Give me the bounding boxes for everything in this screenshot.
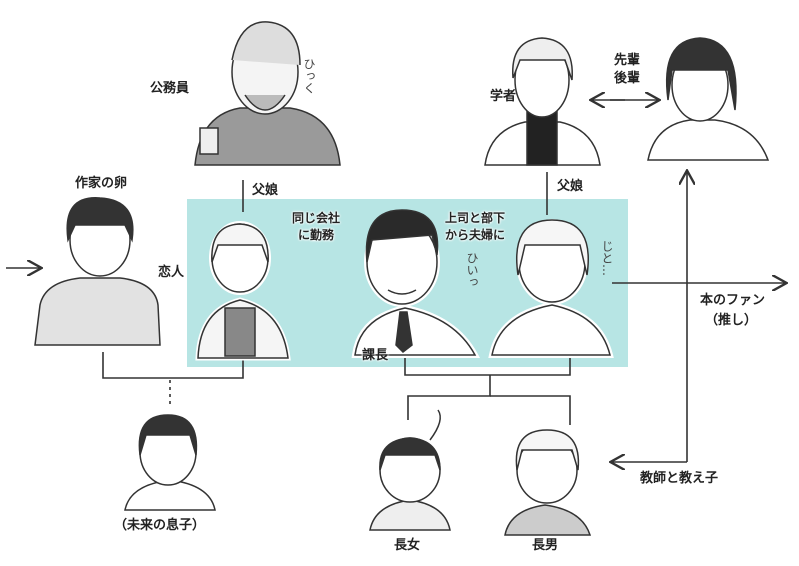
eldest-son-figure — [504, 429, 592, 536]
label-future-son: （未来の息子） — [114, 518, 206, 533]
eldest-daughter-figure — [369, 409, 451, 531]
aspiring-writer-figure — [34, 197, 161, 346]
label-scholar: 学者 — [490, 89, 517, 104]
label-aspiring-writer: 作家の卵 — [75, 176, 128, 191]
children-line — [407, 375, 491, 420]
scholar-figure — [484, 37, 601, 166]
label-jito: じと… — [600, 240, 614, 276]
label-father-daughter-left: 父娘 — [252, 183, 279, 198]
label-eldest-daughter: 長女 — [394, 538, 421, 553]
label-same-company-1: 同じ会社 — [292, 211, 341, 225]
junior-figure — [647, 37, 770, 161]
label-hic: ひっく — [302, 58, 316, 94]
label-oshi: （推し） — [705, 313, 758, 328]
couple-line-left — [102, 352, 244, 379]
label-boss-to-spouse-1: 上司と部下 — [445, 211, 506, 225]
label-book-fan: 本のファン — [700, 293, 766, 308]
label-senior: 先輩 — [614, 53, 641, 68]
section-chief-lines — [354, 209, 477, 356]
label-section-chief: 課長 — [362, 348, 389, 363]
couple-line-right — [404, 356, 571, 376]
label-junior: 後輩 — [614, 71, 641, 86]
future-son-figure — [124, 414, 216, 511]
label-lovers: 恋人 — [158, 265, 185, 280]
label-civil-servant: 公務員 — [150, 81, 190, 96]
label-boss-to-spouse-2: から夫婦に — [445, 228, 506, 242]
label-hii: ひいっ — [465, 252, 479, 288]
civil-servant-figure — [194, 21, 341, 166]
girlfriend-lines — [197, 223, 289, 359]
label-teacher-student: 教師と教え子 — [640, 471, 719, 486]
label-father-daughter-right: 父娘 — [557, 179, 584, 194]
label-eldest-son: 長男 — [532, 538, 559, 553]
wife-lines — [491, 219, 611, 356]
label-same-company-2: に勤務 — [298, 228, 335, 242]
